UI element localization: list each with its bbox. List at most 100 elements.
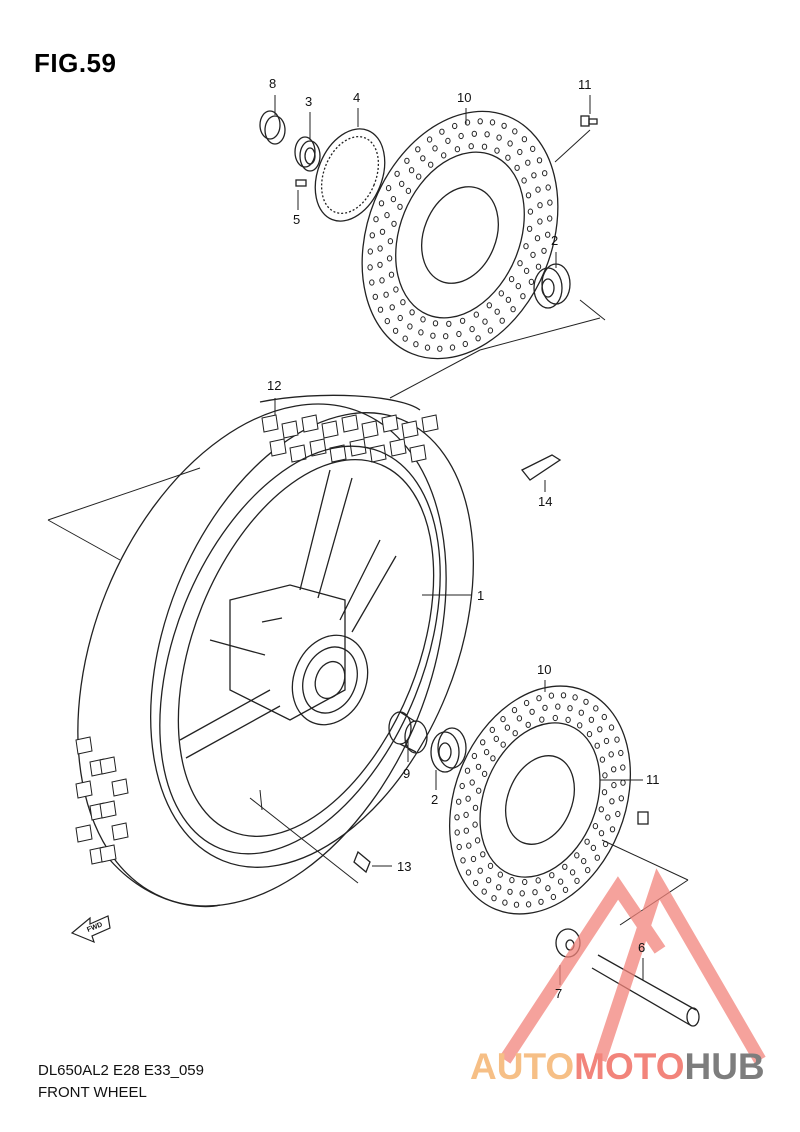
disc-hole xyxy=(574,852,580,859)
screw-5 xyxy=(295,179,307,187)
disc-hole xyxy=(475,335,481,342)
disc-hole xyxy=(416,173,422,180)
disc-hole xyxy=(581,858,587,865)
disc-hole xyxy=(537,202,543,209)
disc-hole xyxy=(494,147,500,154)
sensor-rotor-4 xyxy=(314,128,386,222)
leader-lines xyxy=(47,95,689,985)
disc-hole xyxy=(487,327,494,334)
disc-hole xyxy=(367,248,373,255)
brake-disc-upper xyxy=(361,110,559,360)
tread-block xyxy=(261,414,279,433)
tread-block xyxy=(75,780,93,799)
disc-hole xyxy=(525,159,531,166)
disc-hole xyxy=(507,140,513,147)
disc-hole xyxy=(465,869,472,876)
disc-hole xyxy=(537,218,543,225)
disc-hole xyxy=(588,716,595,723)
disc-hole xyxy=(481,888,487,895)
callout-12: 12 xyxy=(267,378,281,393)
disc-hole xyxy=(516,715,523,722)
disc-hole xyxy=(511,707,518,714)
callout-11-upper: 11 xyxy=(578,77,592,92)
disc-hole xyxy=(505,296,512,303)
bearing-2-lower xyxy=(430,727,467,773)
disc-hole xyxy=(409,309,415,316)
disc-hole xyxy=(549,872,555,879)
disc-hole xyxy=(369,279,375,286)
disc-hole xyxy=(449,344,456,351)
disc-hole xyxy=(547,199,553,206)
callout-1: 1 xyxy=(477,588,484,603)
disc-hole xyxy=(469,779,475,786)
disc-hole xyxy=(611,766,617,773)
disc-hole xyxy=(384,318,390,325)
disc-hole xyxy=(498,290,504,297)
disc-hole xyxy=(389,304,395,311)
disc-hole xyxy=(408,167,415,174)
callout-8: 8 xyxy=(269,76,276,91)
disc-hole xyxy=(463,811,469,819)
tread-block xyxy=(329,444,347,463)
disc-hole xyxy=(388,271,395,278)
wheel-rim xyxy=(159,445,441,855)
disc-hole xyxy=(541,247,547,254)
disc-hole xyxy=(536,695,542,702)
disc-hole xyxy=(439,128,445,135)
disc-hole xyxy=(377,245,383,252)
tread-block xyxy=(99,844,117,863)
disc-hole xyxy=(474,837,481,844)
bolt-11-upper xyxy=(580,115,598,127)
disc-hole xyxy=(475,763,482,770)
disc-hole xyxy=(481,143,488,150)
disc-hole xyxy=(430,332,436,339)
tread-block xyxy=(75,736,93,755)
disc-hole xyxy=(500,741,506,748)
disc-hole xyxy=(404,157,410,164)
dust-seal-8 xyxy=(259,110,286,145)
disc-hole xyxy=(402,335,408,342)
figure-caption: FRONT WHEEL xyxy=(38,1084,147,1101)
disc-hole xyxy=(458,132,464,140)
disc-hole xyxy=(378,200,385,207)
disc-hole xyxy=(599,756,606,763)
disc-hole xyxy=(555,703,561,710)
tread-block xyxy=(381,414,399,433)
disc-hole xyxy=(618,749,624,757)
disc-hole xyxy=(502,899,508,906)
disc-hole xyxy=(527,208,534,215)
watermark-part-1: AUTO xyxy=(470,1046,575,1087)
disc-hole xyxy=(484,131,490,138)
disc-hole xyxy=(538,898,544,905)
callout-2-lower: 2 xyxy=(431,792,438,807)
disc-hole xyxy=(379,228,386,235)
disc-hole xyxy=(470,855,477,863)
disc-hole xyxy=(446,320,452,327)
bearing-2-upper xyxy=(533,263,571,309)
tread-block xyxy=(75,824,93,843)
tread-block xyxy=(421,414,439,433)
disc-hole xyxy=(473,311,479,318)
disc-hole xyxy=(547,215,553,222)
disc-hole xyxy=(397,203,403,210)
disc-hole xyxy=(489,726,495,734)
callout-10-upper: 10 xyxy=(457,90,471,105)
disc-hole xyxy=(608,724,615,731)
watermark-part-3: HUB xyxy=(684,1046,765,1087)
disc-hole xyxy=(384,212,390,219)
disc-hole xyxy=(520,293,526,300)
disc-hole xyxy=(525,901,532,908)
disc-hole xyxy=(545,885,551,892)
disc-hole xyxy=(469,326,475,333)
disc-hole xyxy=(420,316,426,323)
tread-block xyxy=(401,420,419,439)
disc-hole xyxy=(441,152,447,159)
disc-hole xyxy=(454,829,460,836)
disc-hole xyxy=(590,844,597,852)
disc-hole xyxy=(454,146,461,153)
disc-hole xyxy=(620,764,626,771)
model-code: DL650AL2 E28 E33_059 xyxy=(38,1062,204,1079)
watermark-text: AUTOMOTOHUB xyxy=(470,1046,765,1088)
disc-hole xyxy=(486,302,492,309)
disc-hole xyxy=(445,137,451,144)
